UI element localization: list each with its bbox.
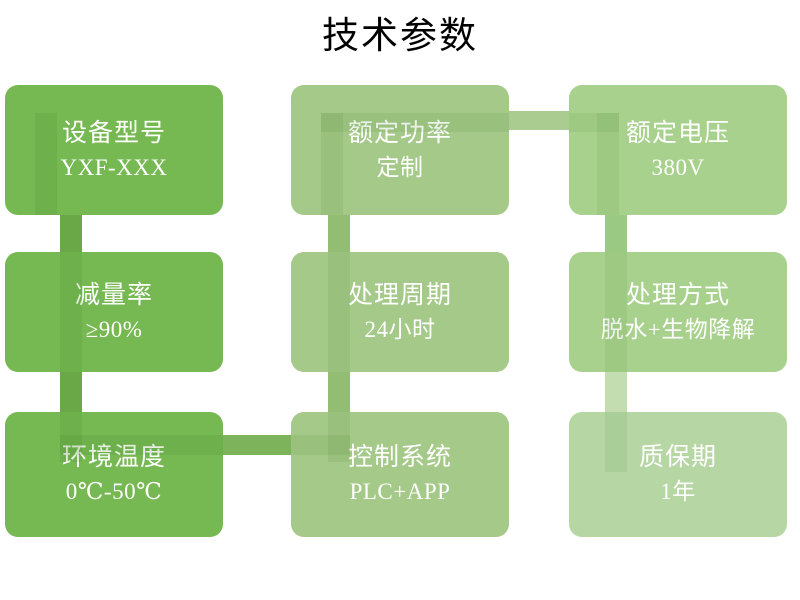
card-label: 质保期 <box>638 444 717 471</box>
card-label: 处理方式 <box>625 281 730 309</box>
card-label: 额定电压 <box>625 119 730 147</box>
card-processing-cycle[interactable]: 处理周期 24小时 <box>291 252 509 372</box>
card-label: 环境温度 <box>61 444 166 471</box>
card-label: 设备型号 <box>61 119 166 147</box>
card-value: YXF-XXX <box>60 154 168 180</box>
card-label: 额定功率 <box>347 119 452 147</box>
card-value: 定制 <box>376 154 424 180</box>
card-device-model[interactable]: 设备型号 YXF-XXX <box>5 85 223 215</box>
card-rated-power[interactable]: 额定功率 定制 <box>291 85 509 215</box>
card-value: ≥90% <box>85 316 143 342</box>
connector-horizontal-row3 <box>210 435 310 455</box>
card-label: 控制系统 <box>347 444 452 471</box>
card-processing-method[interactable]: 处理方式 脱水+生物降解 <box>569 252 787 372</box>
card-warranty-period[interactable]: 质保期 1年 <box>569 412 787 537</box>
card-accent-strip <box>605 412 627 472</box>
card-rated-voltage[interactable]: 额定电压 380V <box>569 85 787 215</box>
card-accent-strip <box>597 113 619 215</box>
card-accent-strip <box>35 113 57 215</box>
card-accent-strip <box>321 113 343 215</box>
card-value: 脱水+生物降解 <box>600 316 756 342</box>
card-ambient-temperature[interactable]: 环境温度 0℃-50℃ <box>5 412 223 537</box>
card-accent-bar-horizontal <box>569 113 619 132</box>
card-reduction-rate[interactable]: 减量率 ≥90% <box>5 252 223 372</box>
card-accent-strip <box>328 252 350 372</box>
card-value: 24小时 <box>364 316 436 342</box>
card-accent-bar-horizontal <box>291 435 350 455</box>
card-control-system[interactable]: 控制系统 PLC+APP <box>291 412 509 537</box>
card-label: 处理周期 <box>347 281 452 309</box>
card-accent-strip <box>328 412 350 462</box>
card-label: 减量率 <box>74 281 153 309</box>
card-value: 0℃-50℃ <box>65 479 163 504</box>
page-title: 技术参数 <box>322 15 478 56</box>
card-value: PLC+APP <box>349 479 451 504</box>
card-value: 1年 <box>660 479 696 504</box>
card-value: 380V <box>651 154 705 180</box>
